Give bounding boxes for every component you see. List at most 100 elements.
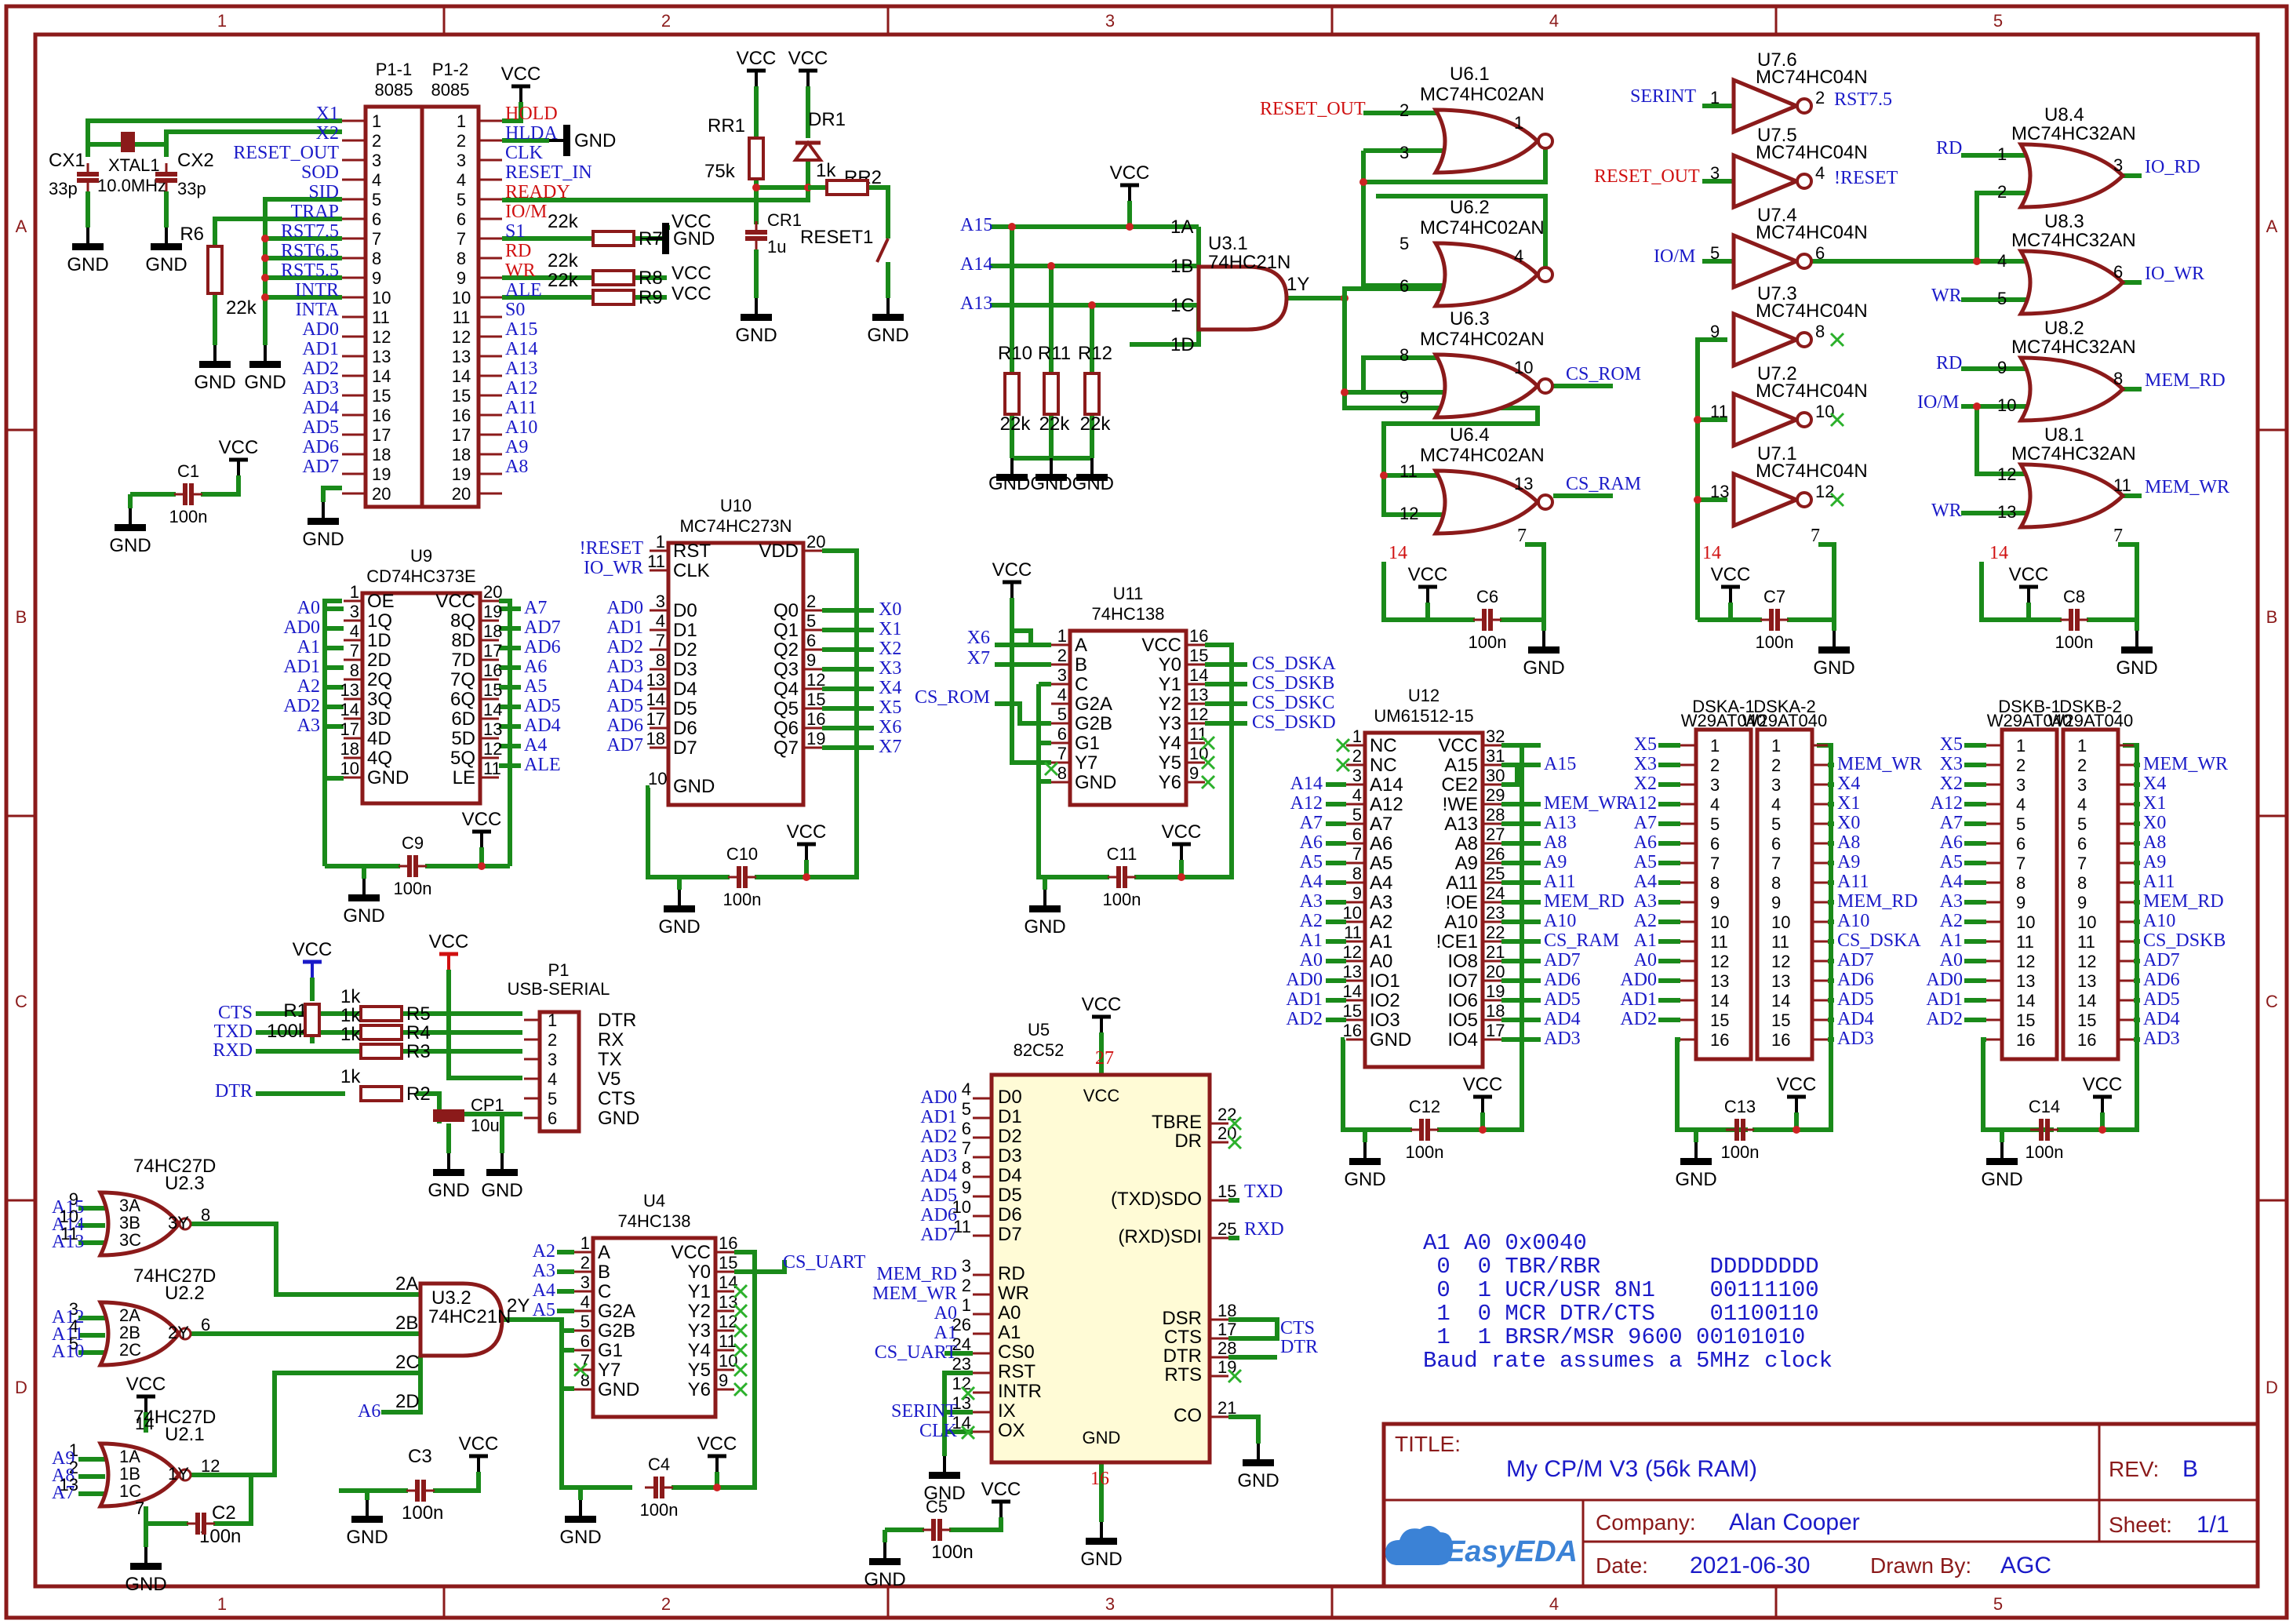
net-label: A5 <box>1940 852 1963 872</box>
pin-label: Y3 <box>688 1320 711 1342</box>
gnd-label: GND <box>867 325 908 346</box>
pin-label: 4Q <box>367 748 392 769</box>
cpu-right-part: 8085 <box>431 80 470 100</box>
pin-number: 6 <box>581 1331 590 1351</box>
zone-column-label: 4 <box>1549 11 1559 31</box>
net-label: A11 <box>1837 872 1869 892</box>
pin-number: 9 <box>719 1371 728 1390</box>
zone-row-label: C <box>2266 992 2278 1011</box>
dsk-left-name: DSKA-1 <box>1692 697 1754 716</box>
gnd-label: GND <box>481 1180 522 1201</box>
gnd-label: GND <box>574 130 616 151</box>
wire <box>164 129 342 157</box>
pin-label: A1 <box>998 1322 1021 1343</box>
resistor-name: R6 <box>180 224 204 245</box>
pin-label: 1B <box>119 1464 140 1484</box>
dsk-left-part: W29AT040 <box>1681 711 1766 730</box>
gate-part: MC74HC04N <box>1756 222 1868 243</box>
resistor-value: 100k <box>267 1021 308 1042</box>
pin-number: 7 <box>1057 744 1067 763</box>
pin-number: 28 <box>1217 1338 1236 1358</box>
resistor-value: 22k <box>548 270 579 291</box>
pin-number: 4 <box>2016 795 2025 814</box>
pin-label: 2B <box>395 1313 418 1334</box>
pin-number: 21 <box>1486 942 1505 962</box>
ic-part: CD74HC373E <box>366 566 475 586</box>
gate-name: U8.2 <box>2044 318 2084 339</box>
pin-number: 3 <box>372 151 381 170</box>
gate-part: 74HC21N <box>428 1306 511 1327</box>
vcc-symbol: VCC <box>459 1433 498 1472</box>
cap-value: 100n <box>1103 890 1141 909</box>
pin-number: 16 <box>1710 1030 1729 1050</box>
no-connect-mark <box>733 1303 748 1319</box>
pin-number: 12 <box>1771 952 1790 971</box>
junction-dot <box>752 184 760 191</box>
title-block: TITLE: My CP/M V3 (56k RAM) REV: B Compa… <box>1381 1422 2260 1589</box>
pin-number: 13 <box>1189 685 1208 705</box>
net-label: X1 <box>2143 793 2166 814</box>
nor3-gate-body <box>96 1300 182 1367</box>
pin-number: 24 <box>1486 883 1505 903</box>
wire <box>1341 1037 1412 1132</box>
inversion-bubble <box>1796 97 1813 115</box>
net-label: TRAP <box>291 202 339 222</box>
pin-label: NC <box>1370 735 1397 756</box>
pin-number: 13 <box>1771 971 1790 991</box>
net-label: SID <box>308 182 339 202</box>
not-gate-body <box>1731 391 1802 449</box>
net-label: AD3 <box>920 1146 957 1167</box>
pin-number: 5 <box>1352 805 1362 825</box>
net-label: A12 <box>1625 793 1657 814</box>
vcc-symbol: VCC <box>1463 1074 1502 1112</box>
net-label: CS_RAM <box>1544 930 1619 951</box>
ic-part: 82C52 <box>1014 1040 1065 1060</box>
gnd-symbol: GND <box>864 1542 906 1590</box>
pin-number: 5 <box>2016 814 2025 834</box>
junction-dot <box>1008 223 1016 231</box>
pin-number: 6 <box>457 209 466 229</box>
wire <box>1437 745 1524 1132</box>
wire <box>995 701 1051 726</box>
inversion-bubble <box>178 1327 192 1341</box>
pin-number: 15 <box>1189 646 1208 665</box>
net-label: AD0 <box>1926 970 1963 990</box>
pin-number: 10 <box>340 759 359 778</box>
gate-part: MC74HC04N <box>1756 67 1868 88</box>
net-label: MEM_WR <box>872 1284 957 1304</box>
pin-number: 9 <box>1997 358 2007 377</box>
pin-number: 11 <box>1344 923 1362 942</box>
net-label: A10 <box>505 417 537 438</box>
vcc-symbol: VCC <box>293 939 332 978</box>
net-label: A6 <box>358 1401 380 1422</box>
pin-number: 12 <box>952 1374 971 1393</box>
pin-number: 14 <box>1710 991 1729 1010</box>
net-label: A1 <box>1940 930 1963 951</box>
no-connect-mark <box>1829 412 1845 428</box>
gnd-symbol: GND <box>1523 631 1565 679</box>
net-label: AD6 <box>524 637 561 657</box>
pin-number: 1 <box>1771 736 1781 756</box>
cap-name: C6 <box>1476 587 1498 606</box>
pin-number: 8 <box>1352 864 1362 883</box>
pin-number: 4 <box>350 621 359 641</box>
junction-dot <box>261 293 269 301</box>
junction-dot <box>1088 301 1096 309</box>
pin-label: 3D <box>367 708 391 730</box>
wire <box>1130 330 1201 347</box>
nc-line <box>1227 1116 1243 1131</box>
gnd-label: GND <box>559 1527 601 1548</box>
zone-row-label: A <box>2266 217 2278 236</box>
pin-number: 8 <box>962 1158 971 1178</box>
pin-label: Y1 <box>688 1281 711 1302</box>
connector-part: USB-SERIAL <box>508 979 610 999</box>
pin-number: 13 <box>483 719 502 739</box>
pin-number: 4 <box>548 1069 557 1089</box>
no-connect-mark <box>1200 755 1216 770</box>
pin-label: Y1 <box>1159 674 1181 695</box>
net-label: A3 <box>1940 891 1963 912</box>
